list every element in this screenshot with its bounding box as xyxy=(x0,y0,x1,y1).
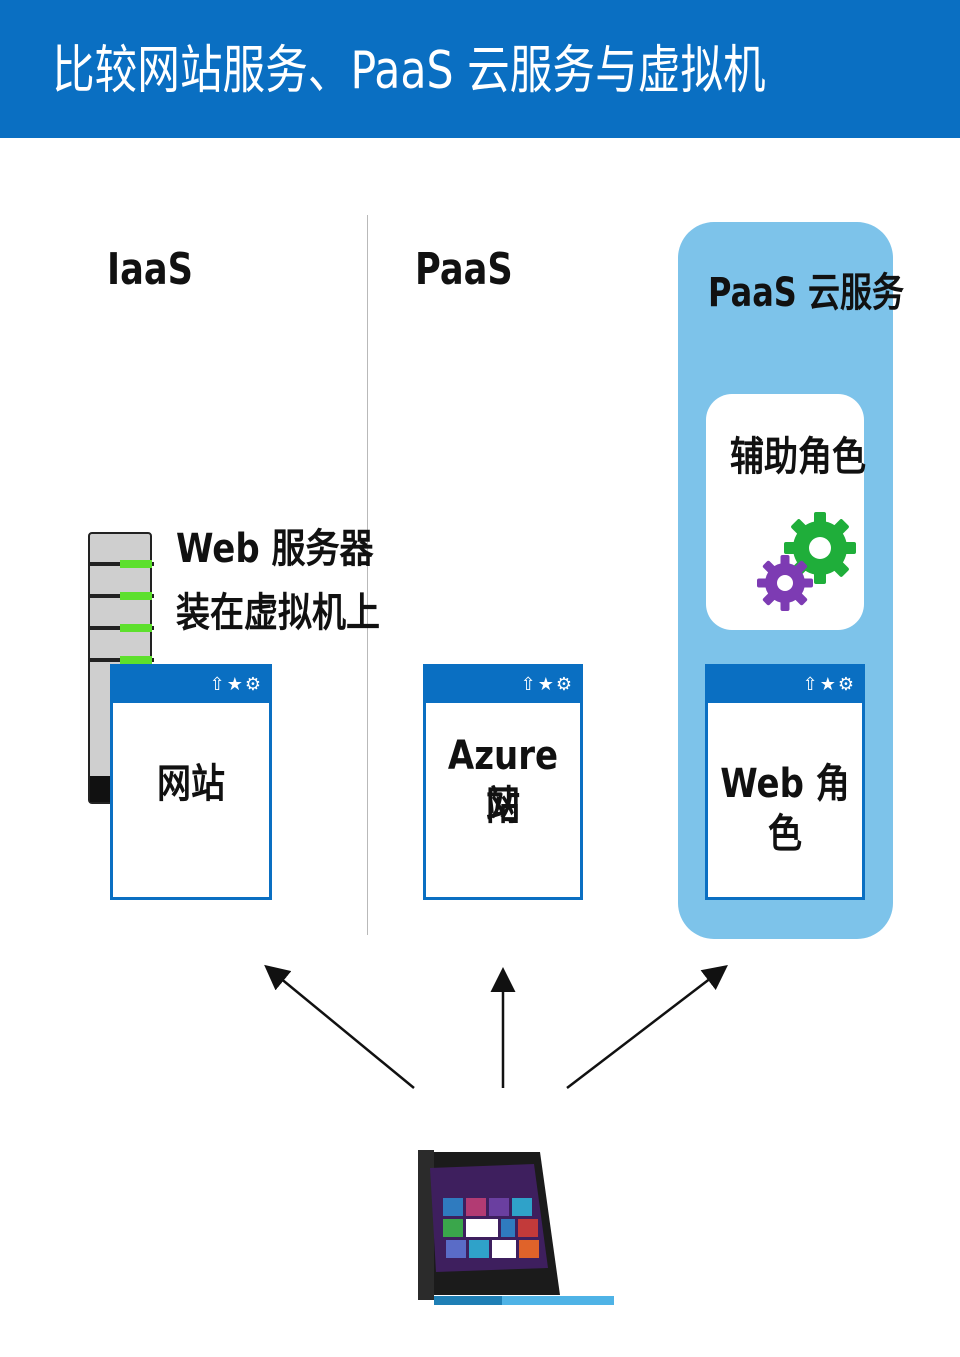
paas-title: PaaS xyxy=(415,244,513,295)
arrow-to-cloud-service xyxy=(566,964,728,1089)
window-title-bar-icons: ⇧★⚙ xyxy=(708,667,862,703)
header-bar: 比较网站服务、PaaS 云服务与虚拟机 xyxy=(0,0,960,138)
iaas-title: IaaS xyxy=(107,244,193,295)
paas-website-window: ⇧★⚙ Azure 网 站 xyxy=(423,664,583,900)
window-title-bar-icons: ⇧★⚙ xyxy=(426,667,580,703)
server-led xyxy=(120,624,152,632)
server-led xyxy=(120,560,152,568)
web-role-window: ⇧★⚙ Web 角色 xyxy=(705,664,865,900)
iaas-website-label: 网站 xyxy=(157,761,225,807)
server-led xyxy=(120,592,152,600)
server-caption-line1: Web 服务器 xyxy=(176,526,374,572)
tablet-device-icon xyxy=(418,1150,614,1305)
page-title: 比较网站服务、PaaS 云服务与虚拟机 xyxy=(52,41,766,101)
paas-website-label-line2: 站 xyxy=(486,783,520,829)
purple-gear-icon xyxy=(757,555,813,611)
cloud-service-title: PaaS 云服务 xyxy=(708,270,904,316)
paas-website-label-line1: Azure 网 xyxy=(447,733,559,829)
arrow-to-iaas xyxy=(264,964,415,1089)
window-title-bar-icons: ⇧★⚙ xyxy=(113,667,269,703)
server-caption-line2: 装在虚拟机上 xyxy=(176,590,380,636)
green-gear-icon xyxy=(784,512,856,584)
server-led xyxy=(120,656,152,664)
column-divider xyxy=(367,215,368,935)
web-role-label: Web 角色 xyxy=(720,761,850,857)
worker-role-label: 辅助角色 xyxy=(730,434,866,480)
iaas-website-window: ⇧★⚙ 网站 xyxy=(110,664,272,900)
